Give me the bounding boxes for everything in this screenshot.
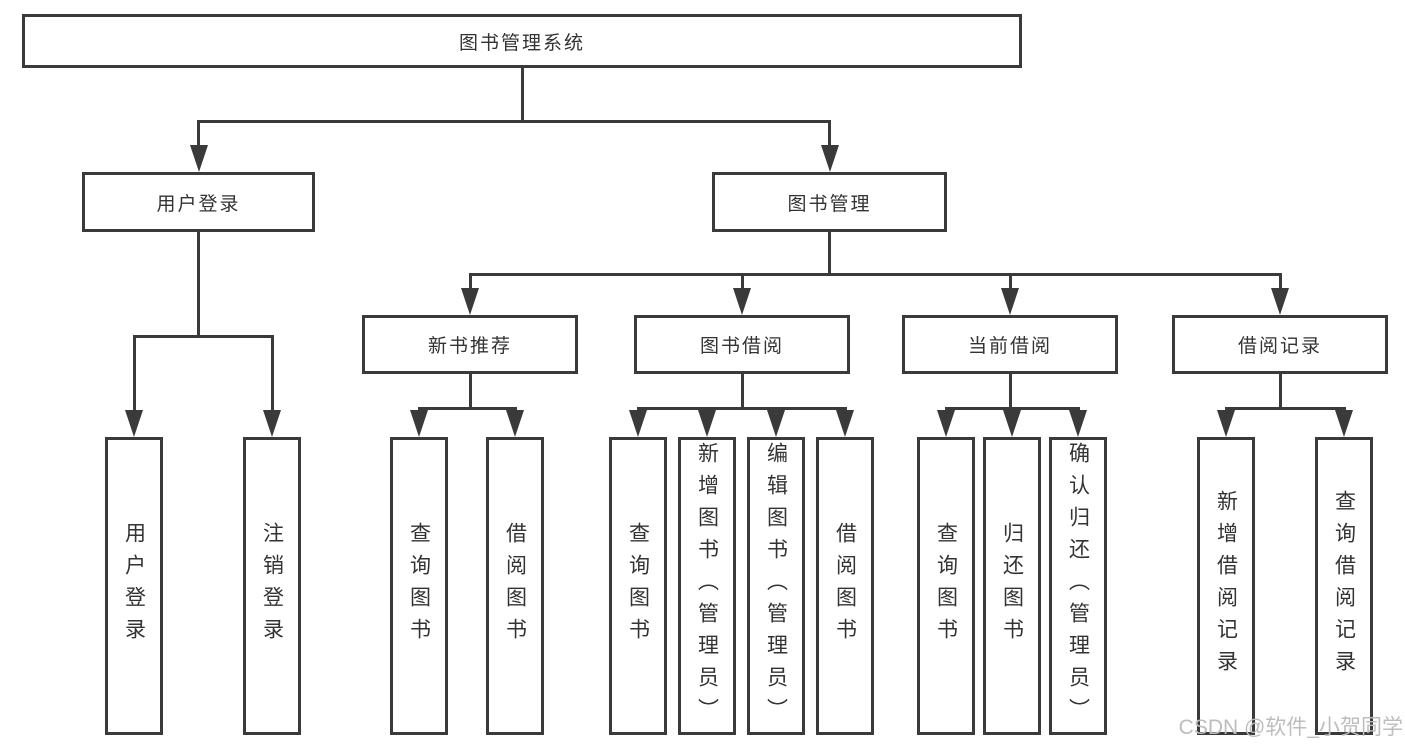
node-label: 当前借阅 [967,336,1052,357]
connector-line [828,120,831,150]
arrowhead-down-icon [698,410,716,437]
arrowhead-down-icon [1335,410,1353,437]
node-label: 借阅记录 [1237,336,1322,357]
node-leaf-query-borrow-record: 查询借阅记录 [1315,437,1373,735]
connector-line [132,335,136,415]
arrowhead-down-icon [1001,288,1019,315]
node-label: 查询图书 [934,522,958,650]
connector-line [468,273,1282,276]
node-label: 查询图书 [407,522,431,650]
arrowhead-down-icon [1271,288,1289,315]
node-leaf-borrow-book-2: 借阅图书 [816,437,874,735]
node-label: 注销登录 [260,522,284,650]
node-label: 借阅图书 [833,522,857,650]
node-leaf-user-login: 用户登录 [105,437,163,735]
arrowhead-down-icon [1069,410,1087,437]
connector-line [740,374,744,410]
node-root: 图书管理系统 [22,14,1022,68]
arrowhead-down-icon [767,410,785,437]
node-book-borrow: 图书借阅 [634,315,850,374]
node-book-management: 图书管理 [712,172,947,232]
node-leaf-borrow-book-1: 借阅图书 [486,437,544,735]
connector-line [1008,374,1012,410]
arrowhead-down-icon [189,145,208,172]
arrowhead-down-icon [506,410,524,437]
node-new-book-recommend: 新书推荐 [362,315,578,374]
node-leaf-return-book: 归还图书 [983,437,1041,735]
arrowhead-down-icon [820,145,839,172]
node-label: 查询图书 [626,522,650,650]
connector-line [197,120,831,123]
arrowhead-down-icon [410,410,428,437]
node-borrow-records: 借阅记录 [1172,315,1388,374]
arrowhead-down-icon [461,288,479,315]
connector-line [1224,407,1346,410]
node-label: 新书推荐 [427,336,512,357]
node-leaf-confirm-return: 确认归还（管理员） [1049,437,1107,735]
connector-line [828,232,831,276]
node-label: 用户登录 [122,522,146,650]
node-label: 图书管理 [787,193,872,215]
node-leaf-add-book: 新增图书（管理员） [678,437,736,735]
node-leaf-query-book-1: 查询图书 [390,437,448,735]
node-label: 用户登录 [156,193,241,215]
node-label: 归还图书 [1000,522,1024,650]
arrowhead-down-icon [1217,410,1235,437]
connector-line [468,374,472,410]
node-leaf-query-book-3: 查询图书 [917,437,975,735]
node-leaf-logout: 注销登录 [243,437,301,735]
connector-line [1278,374,1282,410]
node-label: 图书借阅 [699,336,784,357]
node-leaf-edit-book: 编辑图书（管理员） [747,437,805,735]
watermark: CSDN @软件_小贺同学 [1178,716,1403,739]
arrowhead-down-icon [125,410,143,437]
node-label: 确认归还（管理员） [1066,442,1090,730]
node-label: 新增图书（管理员） [695,442,719,730]
node-label: 查询借阅记录 [1332,490,1356,682]
connector-line [740,273,744,293]
arrowhead-down-icon [629,410,647,437]
connector-line [417,407,517,410]
arrowhead-down-icon [836,410,854,437]
connector-line [197,120,200,150]
connector-line [468,273,472,293]
arrowhead-down-icon [1003,410,1021,437]
node-current-borrow: 当前借阅 [902,315,1118,374]
arrowhead-down-icon [733,288,751,315]
node-leaf-add-borrow-record: 新增借阅记录 [1197,437,1255,735]
node-user-login: 用户登录 [82,172,315,232]
node-label: 新增借阅记录 [1214,490,1238,682]
connector-line [520,68,524,123]
connector-line [270,335,274,415]
connector-line [1278,273,1282,293]
connector-line [1008,273,1012,293]
node-label: 借阅图书 [503,522,527,650]
connector-line [132,335,274,338]
node-leaf-query-book-2: 查询图书 [609,437,667,735]
arrowhead-down-icon [937,410,955,437]
connector-line [636,407,847,410]
node-label: 图书管理系统 [458,32,585,54]
connector-line [197,232,200,338]
node-label: 编辑图书（管理员） [764,442,788,730]
arrowhead-down-icon [263,410,281,437]
